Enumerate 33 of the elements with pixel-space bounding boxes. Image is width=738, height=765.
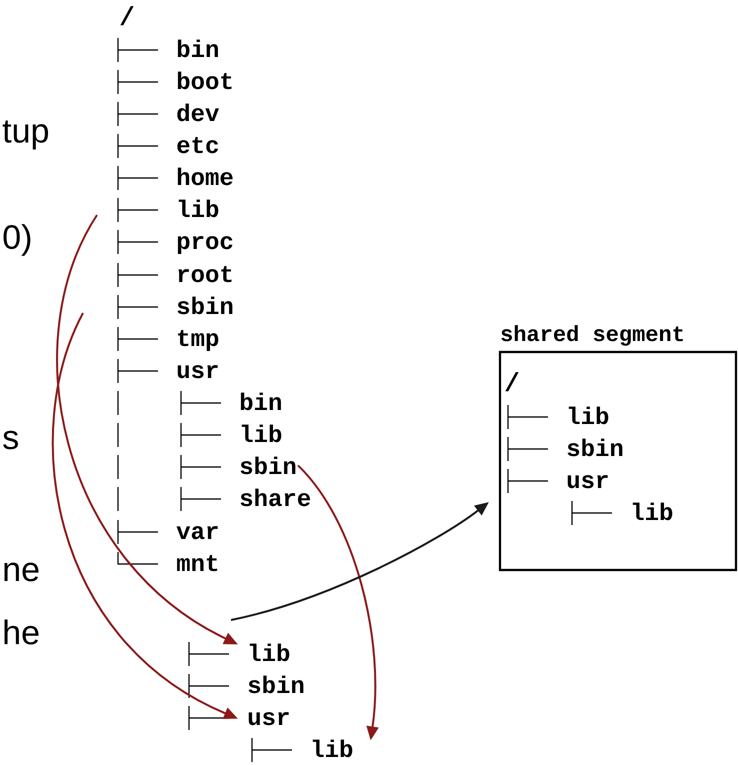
text-fragment: 0) [4, 224, 30, 256]
root-slash: / [505, 372, 519, 392]
directory-name: lib [632, 502, 672, 520]
directory-name: sbin [568, 438, 622, 456]
directory-name: home [178, 168, 233, 186]
directory-name: bin [240, 392, 281, 410]
directory-name: sbin [240, 456, 296, 474]
directory-name: var [176, 526, 218, 540]
root-slash: / [120, 6, 134, 26]
directory-name: usr [568, 475, 608, 488]
directory-name: sbin [248, 676, 304, 694]
directory-name: lib [178, 200, 218, 218]
directory-name: usr [178, 365, 218, 378]
directory-name: sbin [178, 296, 232, 314]
directory-name: etc [177, 137, 218, 154]
directory-name: mnt [177, 555, 218, 572]
directory-name: lib [568, 406, 608, 424]
text-fragment: s [3, 430, 18, 450]
directory-name: usr [248, 712, 289, 726]
directory-name: proc [178, 236, 232, 254]
directory-name: boot [178, 72, 232, 90]
node-label: shared segment [501, 325, 683, 346]
directory-name: lib [250, 644, 290, 662]
directory-name: bin [178, 40, 218, 58]
directory-name: lib [312, 740, 352, 758]
directory-name: share [240, 488, 310, 506]
directory-name: lib [242, 424, 282, 442]
text-fragment: ne [4, 562, 38, 582]
directory-name: root [178, 266, 232, 282]
directory-name: tmp [178, 330, 218, 351]
text-fragment: tup [2, 120, 48, 150]
text-fragment: he [4, 620, 38, 644]
directory-name: dev [177, 104, 219, 122]
